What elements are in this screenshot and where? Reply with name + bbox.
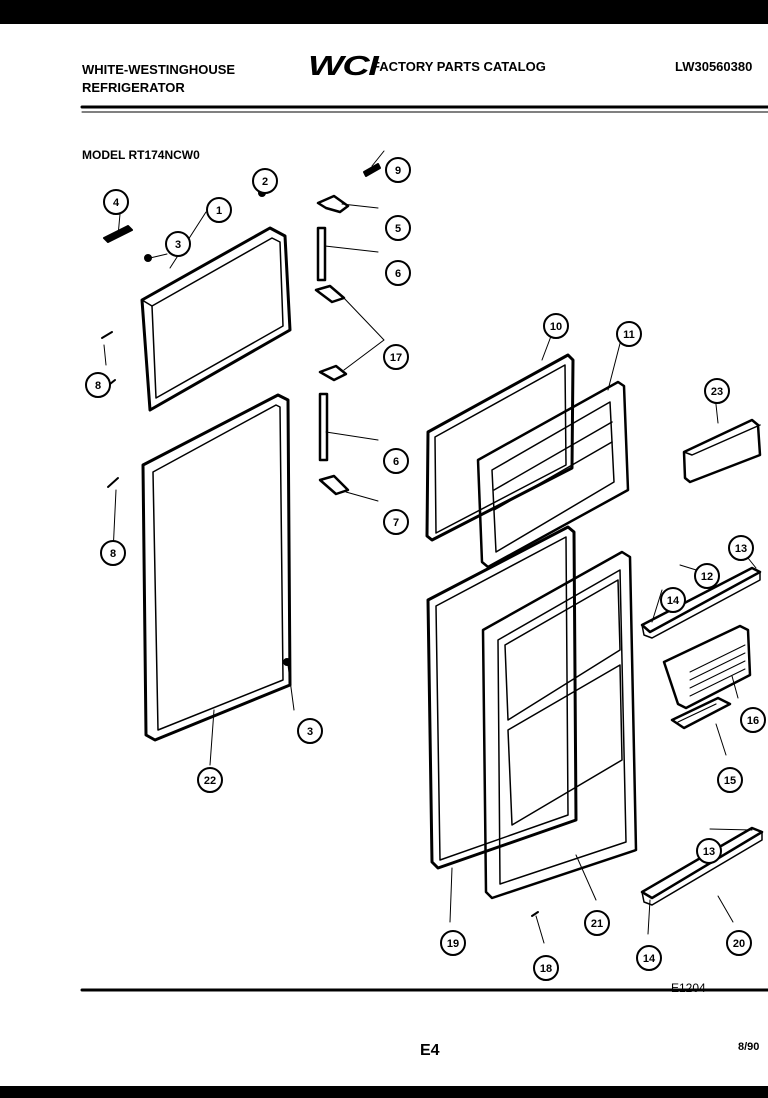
svg-text:4: 4	[113, 197, 120, 209]
issue-date: 8/90	[738, 1041, 760, 1053]
catalog-title: FACTORY PARTS CATALOG	[372, 59, 546, 74]
svg-text:23: 23	[711, 386, 723, 398]
svg-text:11: 11	[623, 329, 635, 341]
door-shelf-upper	[640, 566, 762, 639]
dairy-bin	[682, 418, 762, 484]
svg-text:13: 13	[703, 846, 715, 858]
svg-text:2: 2	[262, 176, 268, 188]
svg-text:14: 14	[667, 595, 680, 607]
svg-text:6: 6	[393, 456, 399, 468]
svg-text:19: 19	[447, 938, 459, 950]
fresh-food-door-gasket	[141, 393, 292, 742]
freezer-door-panel	[425, 353, 575, 542]
product-type: REFRIGERATOR	[82, 80, 185, 95]
svg-text:8: 8	[110, 548, 116, 560]
fresh-food-door-liner	[481, 550, 638, 900]
svg-text:9: 9	[395, 165, 401, 177]
svg-text:10: 10	[550, 321, 562, 333]
svg-text:6: 6	[395, 268, 401, 280]
svg-text:20: 20	[733, 938, 745, 950]
svg-text:22: 22	[204, 775, 216, 787]
exploded-parts-diagram: 4 1 2 3 8 8 3 22 9 5 6 17 6 7 10 11 23 1…	[80, 105, 768, 992]
svg-text:13: 13	[735, 543, 747, 555]
hinges-and-pins	[314, 194, 350, 496]
svg-text:21: 21	[591, 918, 603, 930]
brand-block: WHITE-WESTINGHOUSE REFRIGERATOR	[82, 61, 235, 97]
fresh-food-door-panel	[426, 525, 578, 870]
svg-text:15: 15	[724, 775, 736, 787]
svg-text:8: 8	[95, 380, 101, 392]
svg-text:16: 16	[747, 715, 759, 727]
svg-text:1: 1	[216, 205, 222, 217]
model-number: MODEL RT174NCW0	[82, 148, 200, 162]
svg-text:18: 18	[540, 963, 552, 975]
freezer-door-liner	[476, 380, 630, 569]
brand-name: WHITE-WESTINGHOUSE	[82, 62, 236, 77]
callout-markers: 4 1 2 3 8 8 3 22 9 5 6 17 6 7 10 11 23 1…	[85, 157, 766, 981]
page-number: E4	[420, 1042, 440, 1059]
door-shelf-lower	[640, 826, 764, 906]
svg-text:14: 14	[643, 953, 656, 965]
svg-text:3: 3	[307, 726, 313, 738]
document-number: LW30560380	[675, 59, 753, 74]
butter-door	[670, 696, 732, 730]
svg-text:7: 7	[393, 517, 399, 529]
catalog-sheet: WHITE-WESTINGHOUSE REFRIGERATOR WCI FACT…	[0, 24, 768, 1086]
svg-text:17: 17	[390, 352, 402, 364]
small-hardware	[101, 163, 539, 917]
freezer-door-gasket	[140, 226, 292, 412]
svg-text:5: 5	[395, 223, 401, 235]
svg-text:3: 3	[175, 239, 181, 251]
svg-text:12: 12	[701, 571, 713, 583]
wci-logo: WCI	[308, 50, 379, 81]
butter-compartment	[662, 624, 752, 710]
